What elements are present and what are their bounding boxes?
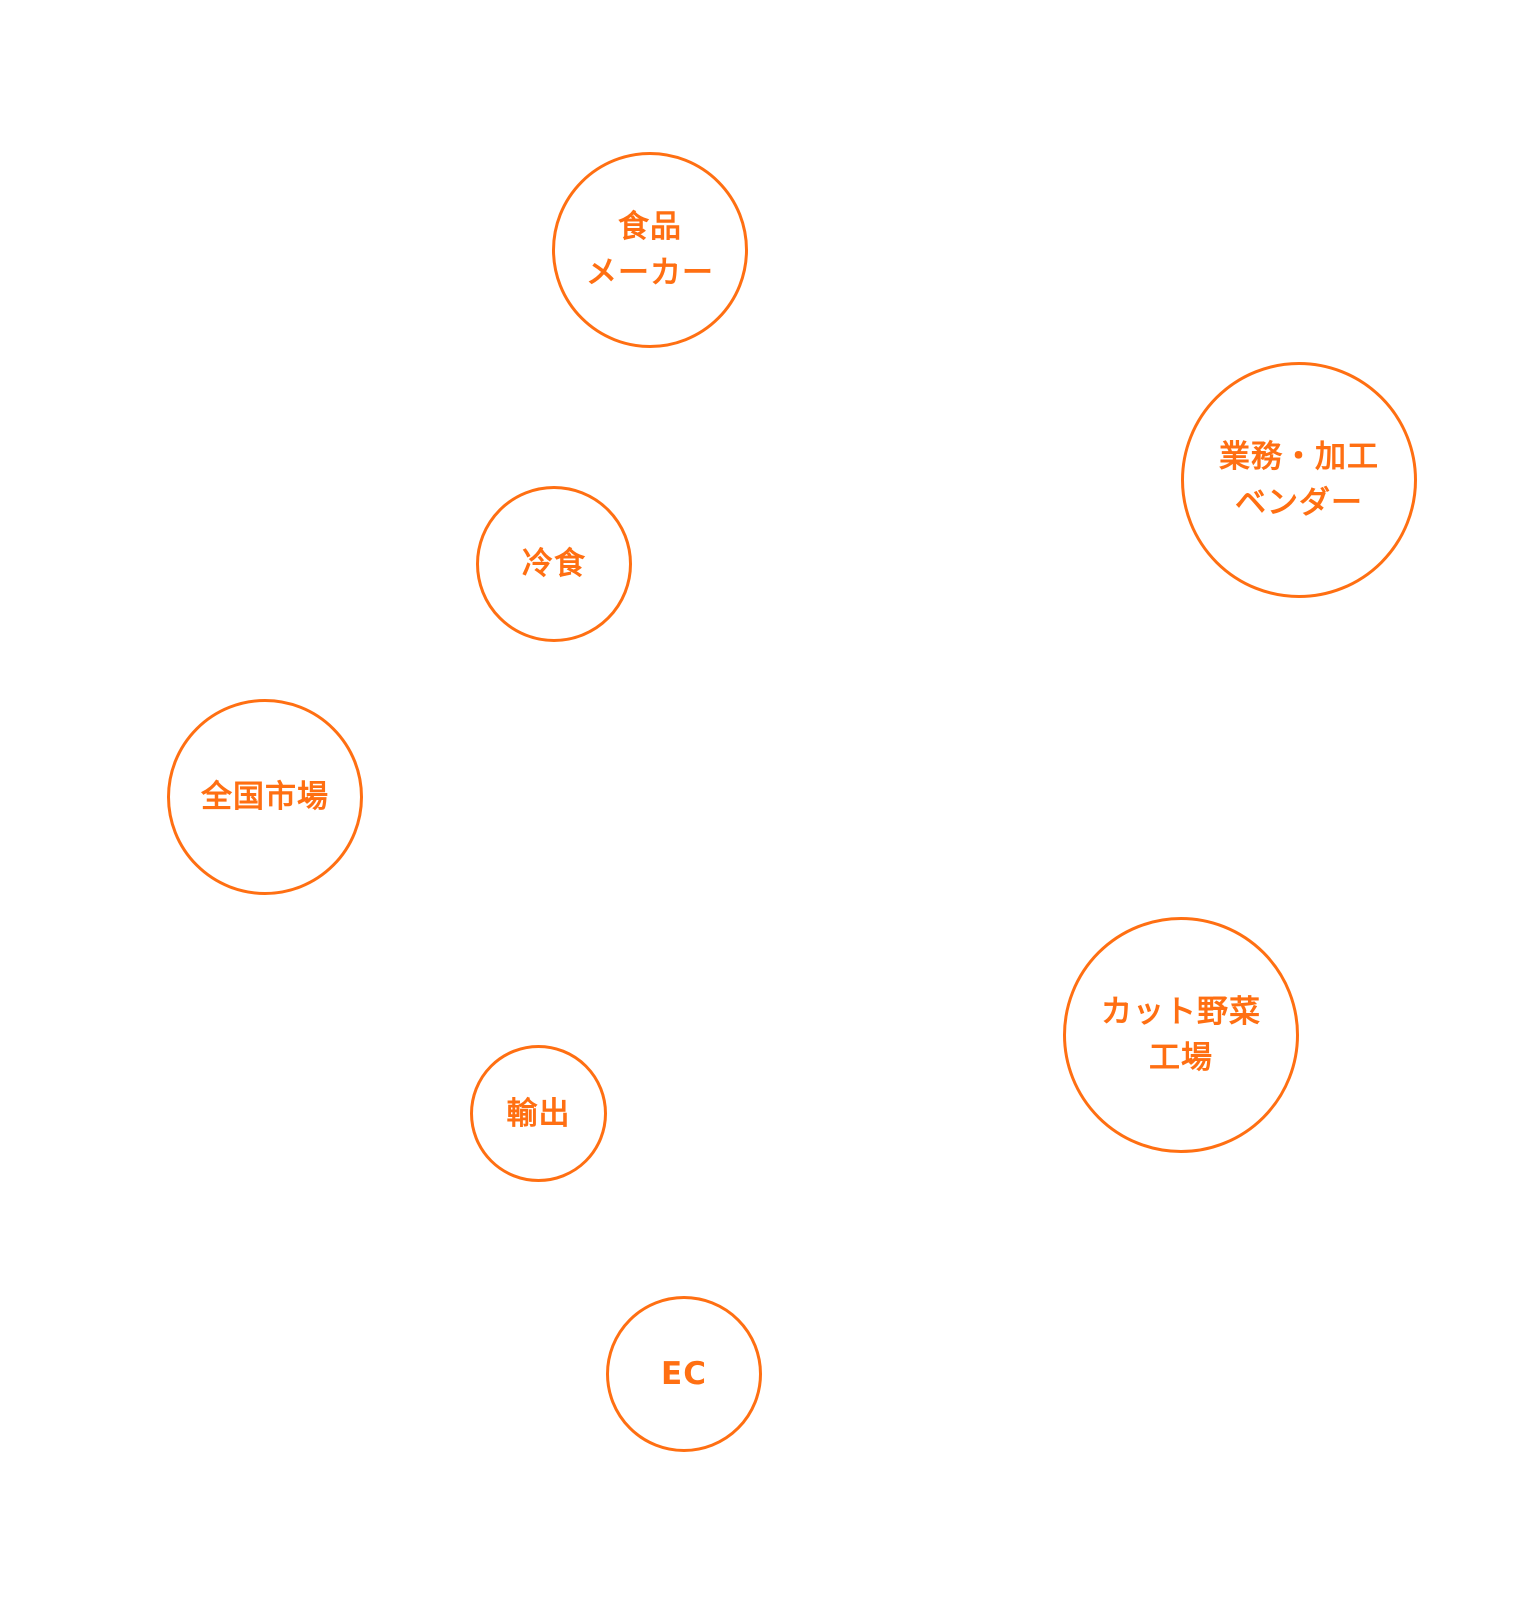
national-market-node: 全国市場 <box>167 699 363 895</box>
frozen-food-label: 冷食 <box>522 546 586 582</box>
cut-vegetable-factory-label: カット野菜 工場 <box>1101 994 1261 1076</box>
food-maker-node: 食品 メーカー <box>552 152 748 348</box>
export-node: 輸出 <box>470 1045 607 1182</box>
business-processing-vendor-node: 業務・加工 ベンダー <box>1181 362 1417 598</box>
export-label: 輸出 <box>506 1095 571 1132</box>
national-market-label: 全国市場 <box>201 779 329 815</box>
business-processing-vendor-label: 業務・加工 ベンダー <box>1219 439 1379 521</box>
frozen-food-node: 冷食 <box>476 486 632 642</box>
cut-vegetable-factory-node: カット野菜 工場 <box>1063 917 1299 1153</box>
ec-label: EC <box>661 1356 707 1392</box>
food-maker-label: 食品 メーカー <box>586 209 714 291</box>
ec-node: EC <box>606 1296 762 1452</box>
